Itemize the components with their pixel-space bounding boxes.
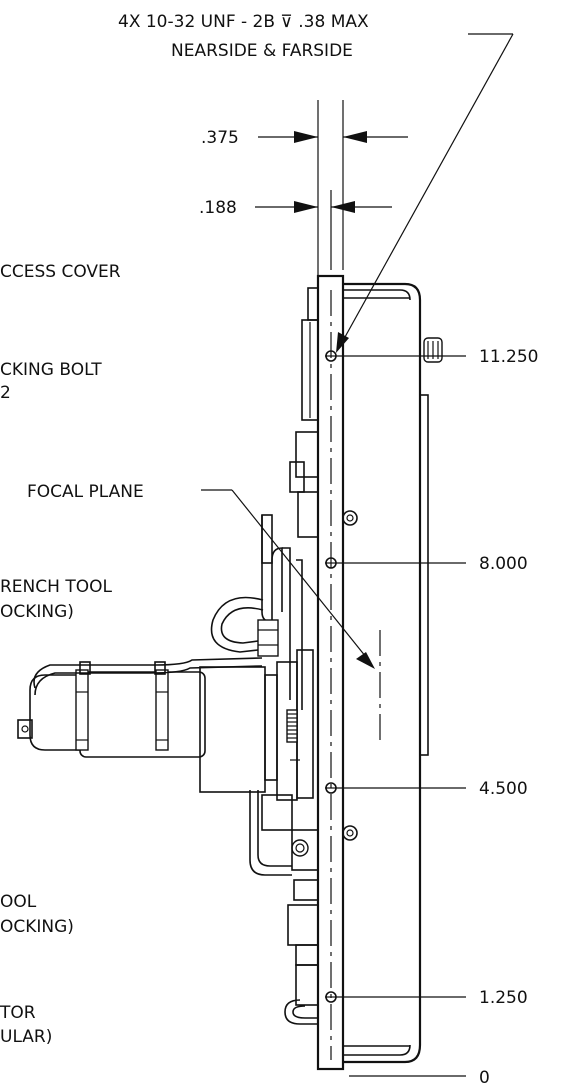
housing-body [343,282,429,1064]
wrench-tool-label-1: RENCH TOOL [0,577,112,597]
wrench-arm [210,514,303,710]
focal-plane-label: FOCAL PLANE [27,482,144,502]
dim-4500-label: 4.500 [479,779,528,799]
main-plate [316,274,345,1071]
tor-label-1: TOR [0,1003,36,1023]
dim-1250-label: 1.250 [479,988,528,1008]
plate-top-bracket [289,287,319,538]
mount-holes [325,350,337,1003]
knob-top-right [423,337,443,363]
locking-bolt-label-2: 2 [0,383,11,403]
housing-bosses [342,510,358,841]
thread-note-line2: NEARSIDE & FARSIDE [171,41,353,61]
tool-label-2: OCKING) [0,917,74,937]
tor-label-2: ULAR) [0,1027,52,1047]
dim-8000-label: 8.000 [479,554,528,574]
thread-note-line1: 4X 10-32 UNF - 2B ⊽ .38 MAX [118,12,369,32]
motor-assembly [17,649,314,801]
dim-0-label: 0 [479,1068,490,1088]
thread-note-leader [336,33,514,353]
tool-label-1: OOL [0,892,37,912]
dim-11250-label: 11.250 [479,347,538,367]
access-cover-label: CCESS COVER [0,262,121,282]
locking-bolt-label-1: CKING BOLT [0,360,102,380]
lower-brackets [249,790,319,1025]
dim-188-label: .188 [199,198,237,218]
dim-188-arrows [255,201,392,213]
dim-375-label: .375 [201,128,239,148]
focal-plane-leader [201,489,381,745]
dim-375-arrows [258,131,408,143]
wrench-tool-label-2: OCKING) [0,602,74,622]
